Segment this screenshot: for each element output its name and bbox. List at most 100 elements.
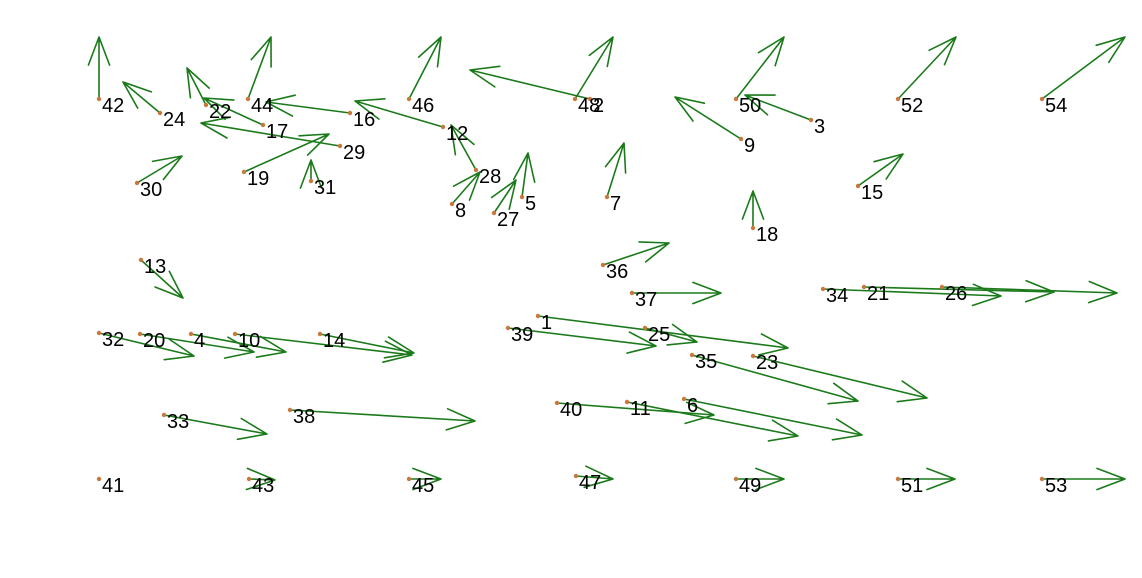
- arrow-12: [354, 98, 444, 128]
- arrow-26: [941, 280, 1118, 304]
- point-25: [642, 325, 648, 331]
- point-19: [241, 169, 247, 175]
- arrow-38: [289, 408, 476, 431]
- arrow-50: [735, 36, 785, 100]
- label-46: 46: [412, 95, 434, 117]
- arrow-30: [136, 155, 183, 184]
- point-10: [232, 331, 238, 337]
- arrow-8: [451, 171, 481, 205]
- point-47: [573, 473, 579, 479]
- label-21: 21: [867, 283, 889, 305]
- label-14: 14: [323, 330, 345, 352]
- arrow-37: [631, 281, 722, 305]
- label-38: 38: [293, 406, 315, 428]
- point-2: [587, 96, 593, 102]
- label-34: 34: [826, 285, 848, 307]
- label-39: 39: [511, 324, 533, 346]
- arrow-22: [186, 67, 210, 106]
- arrow-31: [299, 159, 323, 189]
- label-54: 54: [1045, 95, 1067, 117]
- point-52: [895, 96, 901, 102]
- arrow-39: [507, 327, 657, 354]
- point-41: [96, 476, 102, 482]
- point-14: [317, 331, 323, 337]
- label-13: 13: [144, 256, 166, 278]
- point-6: [681, 396, 687, 402]
- point-3: [808, 117, 814, 123]
- point-50: [733, 96, 739, 102]
- point-30: [134, 180, 140, 186]
- arrow-23: [752, 355, 928, 403]
- label-3: 3: [814, 116, 825, 138]
- arrow-14: [319, 333, 415, 359]
- label-11: 11: [630, 398, 651, 420]
- point-18: [750, 225, 756, 231]
- point-13: [138, 257, 144, 263]
- arrow-43: [245, 467, 276, 491]
- arrow-49: [735, 467, 785, 491]
- point-35: [689, 352, 695, 358]
- label-45: 45: [412, 475, 434, 497]
- label-4: 4: [194, 330, 205, 352]
- arrow-40: [556, 401, 715, 425]
- point-1: [535, 313, 541, 319]
- arrow-5: [512, 152, 536, 198]
- point-53: [1039, 476, 1045, 482]
- point-9: [738, 136, 744, 142]
- arrow-44: [247, 36, 272, 100]
- arrow-34: [822, 283, 1002, 307]
- point-34: [820, 286, 826, 292]
- arrow-10: [234, 333, 413, 363]
- point-31: [308, 178, 314, 184]
- point-29: [337, 143, 343, 149]
- point-46: [406, 96, 412, 102]
- point-8: [449, 201, 455, 207]
- label-52: 52: [901, 95, 923, 117]
- label-40: 40: [560, 399, 582, 421]
- label-36: 36: [606, 261, 628, 283]
- label-15: 15: [861, 182, 883, 204]
- arrow-18: [741, 190, 765, 229]
- label-24: 24: [163, 109, 185, 131]
- arrow-45: [408, 467, 442, 491]
- point-45: [406, 476, 412, 482]
- label-8: 8: [455, 200, 466, 222]
- point-12: [440, 124, 446, 130]
- point-21: [861, 284, 867, 290]
- arrow-35: [691, 354, 859, 405]
- label-7: 7: [610, 193, 621, 215]
- arrow-53: [1041, 467, 1126, 491]
- label-35: 35: [695, 351, 717, 373]
- label-9: 9: [744, 135, 755, 157]
- arrow-36: [602, 241, 670, 266]
- label-28: 28: [479, 166, 501, 188]
- point-15: [855, 183, 861, 189]
- point-32: [96, 330, 102, 336]
- label-43: 43: [252, 475, 274, 497]
- arrow-28: [450, 124, 477, 171]
- arrow-32: [98, 332, 195, 361]
- label-12: 12: [446, 123, 468, 145]
- point-40: [554, 400, 560, 406]
- arrow-24: [122, 81, 161, 114]
- label-33: 33: [167, 411, 189, 433]
- label-44: 44: [251, 95, 273, 117]
- label-18: 18: [756, 224, 778, 246]
- label-2: 2: [593, 95, 604, 117]
- label-layer: 1234567891011121314151617181920212223242…: [102, 95, 1067, 497]
- point-33: [161, 412, 167, 418]
- label-19: 19: [247, 168, 269, 190]
- arrow-42: [87, 36, 111, 100]
- label-6: 6: [687, 395, 698, 417]
- arrow-15: [857, 153, 904, 187]
- label-16: 16: [353, 109, 375, 131]
- label-1: 1: [541, 312, 552, 334]
- label-26: 26: [945, 283, 967, 305]
- arrow-19: [243, 133, 330, 173]
- arrow-3: [744, 94, 812, 121]
- arrow-layer: [87, 36, 1126, 491]
- arrow-54: [1041, 36, 1126, 100]
- arrow-47: [575, 465, 614, 489]
